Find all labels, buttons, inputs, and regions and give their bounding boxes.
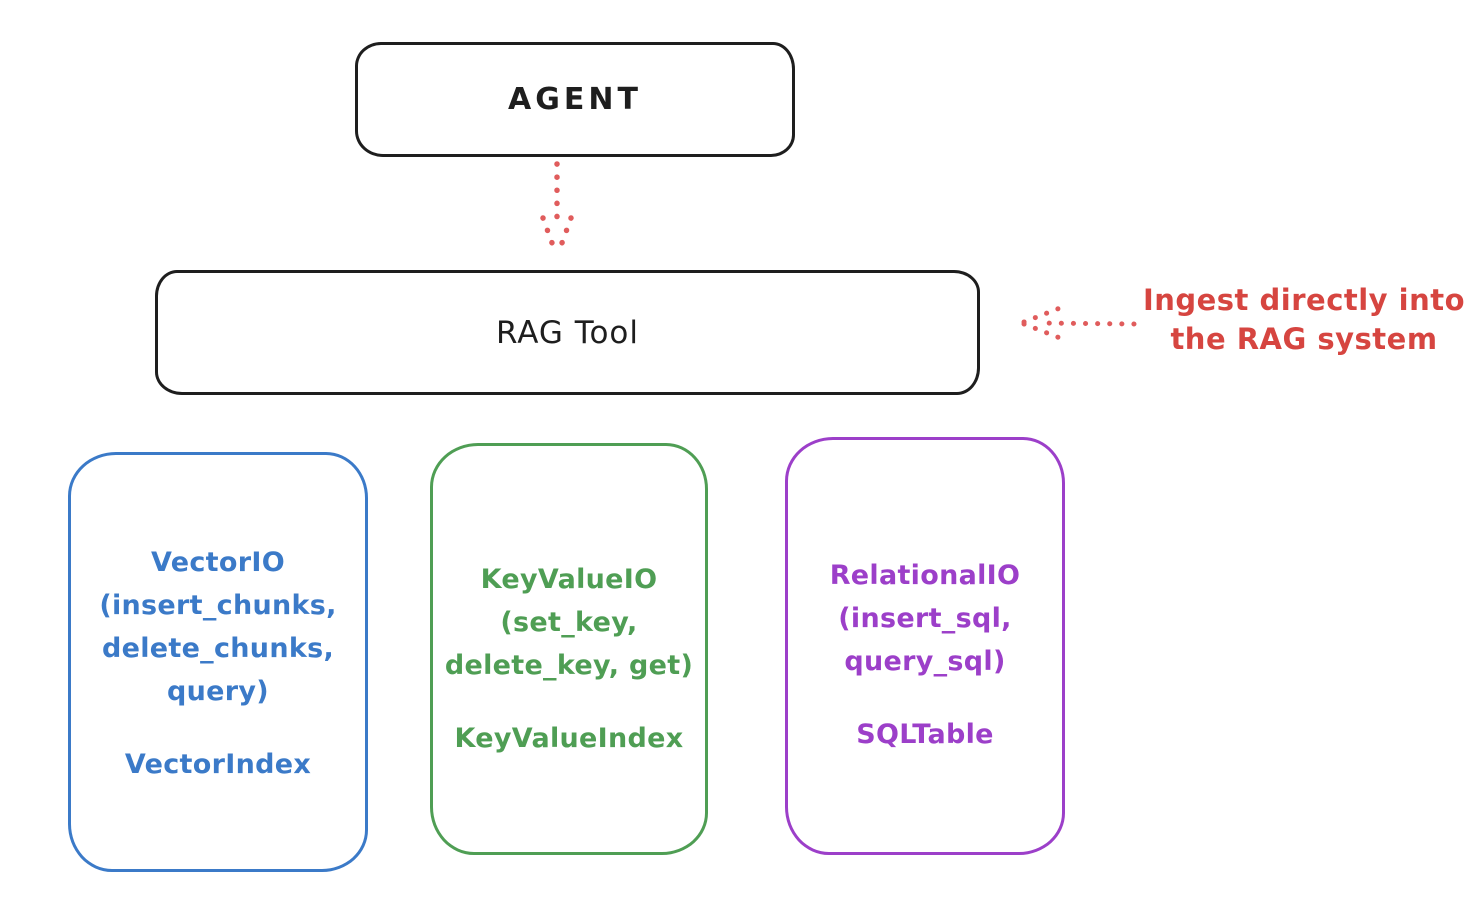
rag-tool-label: RAG Tool [495, 314, 640, 351]
arrow-wing-right [555, 215, 574, 257]
backend-index-label: SQLTable [856, 719, 994, 750]
agent-node: AGENT [355, 42, 795, 157]
backend-io-line: (insert_chunks, [99, 590, 337, 621]
agent-label: AGENT [508, 82, 642, 117]
relational-io-node: RelationalIO (insert_sql, query_sql) SQL… [785, 437, 1065, 855]
annotation-text: Ingest directly into the RAG system [1128, 281, 1480, 359]
backend-io-line: VectorIO [151, 547, 285, 578]
backend-io-line: delete_chunks, [101, 633, 335, 664]
backend-index-label: KeyValueIndex [454, 723, 684, 754]
backend-io-line: delete_key, get) [444, 650, 694, 681]
backend-io-line: (set_key, [500, 607, 638, 638]
backend-io-line: RelationalIO [829, 560, 1021, 591]
annotation-to-rag-tool-arrow-icon [1021, 305, 1137, 341]
agent-to-rag-tool-arrow-icon [540, 161, 574, 257]
arrow-shaft [1035, 320, 1137, 327]
backend-io-line: KeyValueIO [480, 564, 658, 595]
arrow-wing-up [1021, 305, 1063, 325]
annotation-line: the RAG system [1170, 322, 1438, 356]
arrow-wing-left [540, 215, 559, 257]
keyvalue-io-node: KeyValueIO (set_key, delete_key, get) Ke… [430, 443, 708, 855]
annotation-line: Ingest directly into [1142, 283, 1466, 317]
backend-io-line: query_sql) [844, 646, 1006, 677]
backend-io-line: query) [167, 676, 269, 707]
vector-io-node: VectorIO (insert_chunks, delete_chunks, … [68, 452, 368, 872]
rag-tool-node: RAG Tool [155, 270, 980, 395]
arrow-wing-down [1021, 321, 1063, 341]
backend-io-line: (insert_sql, [838, 603, 1012, 634]
backend-index-label: VectorIndex [124, 749, 312, 780]
